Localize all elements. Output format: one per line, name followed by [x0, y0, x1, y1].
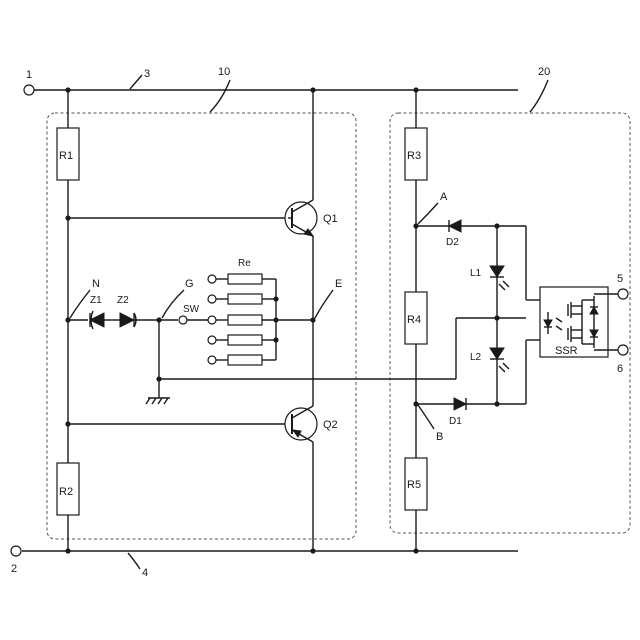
resistor-r3-label: R3 [407, 150, 421, 162]
transistor-q2 [285, 406, 317, 442]
switch-contact-5 [208, 356, 216, 364]
resistor-r2-label: R2 [59, 486, 73, 498]
block-20-leader [530, 80, 548, 112]
zener-z2 [120, 313, 136, 327]
node-e-label: E [335, 278, 342, 290]
switch-contact-2 [208, 295, 216, 303]
node-b-label: B [436, 431, 443, 443]
terminal-2-label: 2 [11, 563, 17, 575]
terminal-1 [24, 85, 34, 95]
line-4-label: 4 [142, 567, 148, 579]
resistor-re-2 [228, 294, 262, 304]
led-l2 [490, 348, 509, 372]
terminal-1-label: 1 [26, 69, 32, 81]
transistor-q2-label: Q2 [323, 419, 338, 431]
line-3-label: 3 [144, 68, 150, 80]
block-20-label: 20 [538, 66, 550, 78]
resistor-re-5 [228, 355, 262, 365]
ssr-label: SSR [555, 345, 578, 357]
switch-contact-1 [208, 275, 216, 283]
switch-contact-4 [208, 336, 216, 344]
diode-d1-label: D1 [449, 416, 462, 427]
zener-z1 [90, 311, 104, 329]
terminal-5-label: 5 [617, 273, 623, 285]
line-3-leader [130, 75, 142, 89]
switch-label: SW [183, 304, 200, 315]
node-n-leader [70, 290, 90, 318]
node-g-label: G [185, 278, 194, 290]
block-10-label: 10 [218, 66, 230, 78]
resistor-re-3 [228, 315, 262, 325]
zener-z1-label: Z1 [90, 295, 102, 306]
node-e-leader [315, 290, 333, 318]
led-l2-label: L2 [470, 352, 482, 363]
resistor-r5-label: R5 [407, 479, 421, 491]
transistor-q1 [285, 200, 317, 236]
led-l1 [490, 266, 509, 290]
diode-d2 [449, 220, 461, 232]
diode-d1 [454, 398, 466, 410]
node-n-label: N [92, 278, 100, 290]
node-g-leader [162, 290, 184, 318]
resistor-re-4 [228, 335, 262, 345]
node-a-label: A [440, 191, 448, 203]
led-l1-label: L1 [470, 268, 482, 279]
transistor-q1-label: Q1 [323, 213, 338, 225]
switch-contact-3 [208, 316, 216, 324]
line-4-leader [128, 553, 140, 569]
block-10-outline [47, 113, 356, 539]
block-10-leader [210, 80, 230, 112]
resistor-re-1 [228, 274, 262, 284]
resistor-r4-label: R4 [407, 314, 421, 326]
diode-d2-label: D2 [446, 237, 459, 248]
switch-common [179, 316, 187, 324]
node-b-leader [418, 405, 434, 429]
zener-z2-label: Z2 [117, 295, 129, 306]
resistor-r1-label: R1 [59, 150, 73, 162]
resistor-re-label: Re [238, 258, 251, 269]
terminal-6 [618, 345, 628, 355]
terminal-5 [618, 289, 628, 299]
node-a-leader [418, 203, 438, 224]
terminal-2 [11, 546, 21, 556]
terminal-6-label: 6 [617, 363, 623, 375]
